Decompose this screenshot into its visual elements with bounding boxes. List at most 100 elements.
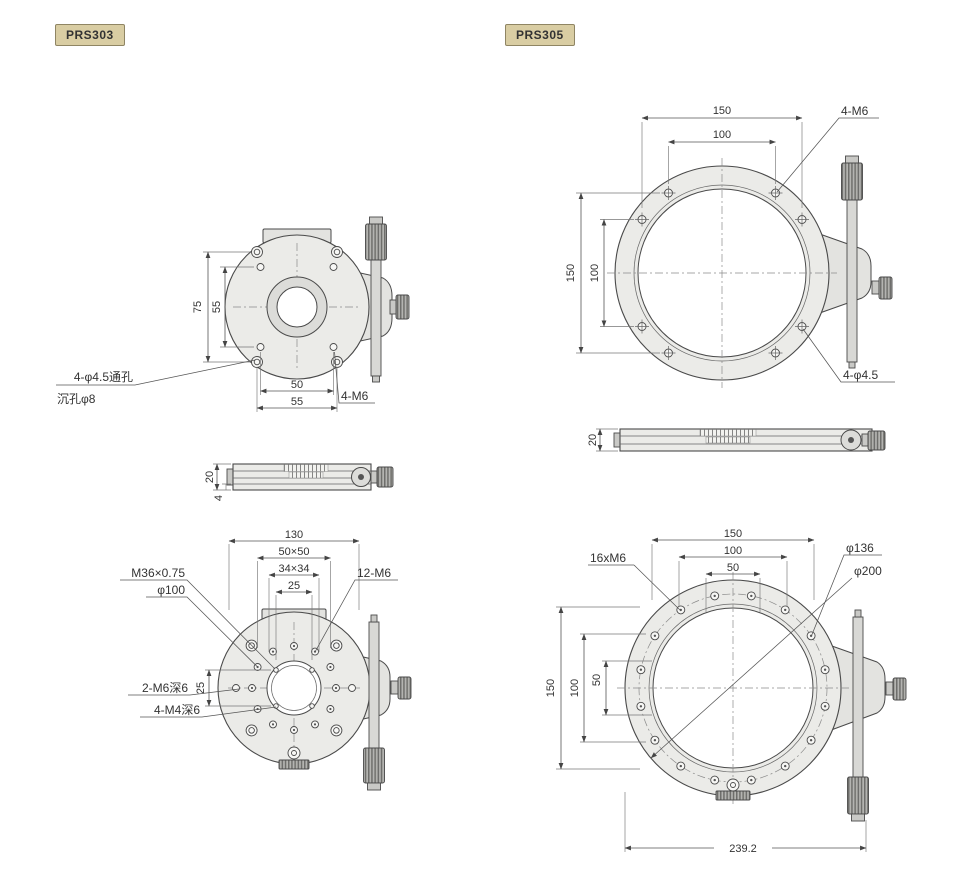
vernier-index [705, 436, 751, 444]
note-through-hole: 4-φ4.5通孔 [74, 370, 133, 384]
micrometer-knob [365, 223, 387, 261]
note-4m6: 4-M6 [341, 389, 369, 403]
note-2m6: 2-M6深6 [142, 681, 188, 695]
lock-screw-inner [291, 750, 297, 756]
micrometer-knob [363, 747, 385, 784]
dimension-lines [203, 251, 338, 412]
leader-4phi45 [802, 328, 895, 383]
prs305-side-view: 20 [587, 428, 886, 452]
thread-minor [271, 665, 317, 711]
m4-holes [273, 667, 315, 709]
lock-tab [715, 790, 751, 801]
knob-cap [367, 782, 381, 791]
side-knob-tip [871, 280, 880, 295]
dimension-lines [205, 538, 360, 707]
micrometer-stem [852, 616, 864, 778]
worm-end-center [848, 437, 854, 443]
stem-tip [854, 609, 862, 618]
leader-phi200 [650, 577, 853, 759]
dim-label-55v: 55 [211, 301, 223, 313]
dim-label-20: 20 [204, 471, 216, 483]
dim-label-100v: 100 [589, 264, 601, 282]
dim-label-75: 75 [192, 301, 204, 313]
prs303-bottom-view: 130 50×50 34×34 25 25 M36×0.75 φ100 2-M6… [120, 529, 412, 791]
leader-phi100 [146, 596, 258, 668]
leader-12m6 [314, 579, 398, 653]
center-aperture [276, 286, 318, 328]
bolt-circle-holes-16m6 [636, 591, 830, 785]
note-phi200: φ200 [854, 564, 882, 578]
centerlines [607, 158, 837, 388]
micrometer-knob [847, 776, 869, 815]
model-badge-prs305: PRS305 [505, 24, 575, 46]
side-knob [395, 294, 410, 320]
dim-label-100h: 100 [724, 545, 742, 557]
leader-phi136 [810, 554, 882, 638]
leader-16m6 [588, 564, 682, 612]
dimension-lines [556, 537, 867, 852]
centerlines [617, 572, 849, 804]
side-knob [397, 676, 412, 700]
dim-label-50x50: 50×50 [279, 546, 310, 558]
side-knob [376, 466, 394, 488]
dim-label-25v: 25 [195, 682, 207, 694]
side-knob-tip [370, 470, 378, 484]
note-12m6: 12-M6 [357, 566, 391, 580]
stem-tip [370, 614, 378, 623]
note-4phi45: 4-φ4.5 [843, 368, 878, 382]
dim-label-50h: 50 [727, 562, 739, 574]
stem-tip [848, 361, 856, 369]
vernier-scale [283, 464, 329, 472]
dim-label-4: 4 [213, 495, 225, 501]
note-4m6: 4-M6 [841, 104, 869, 118]
note-counterbore: 沉孔φ8 [57, 392, 96, 406]
dim-label-150v: 150 [565, 264, 577, 282]
m6-holes [256, 263, 338, 351]
prs303-top-view: 75 55 50 55 4-φ4.5通孔 沉孔φ8 4-M6 [56, 216, 410, 412]
dimension-lines [576, 115, 803, 354]
dim-label-overall: 239.2 [729, 843, 757, 855]
worm-end-center [358, 474, 364, 480]
model-badge-prs303: PRS303 [55, 24, 125, 46]
leader-4m4 [140, 706, 277, 718]
lock-screw-inner [730, 782, 736, 788]
side-knob [878, 276, 893, 300]
dim-label-50: 50 [291, 379, 303, 391]
prs305-top-view: 150 100 150 100 4-M6 4-φ4.5 [565, 104, 895, 388]
note-m36: M36×0.75 [131, 566, 185, 580]
side-knob [867, 430, 886, 451]
side-knob [892, 677, 907, 701]
leader-4m6 [776, 117, 879, 193]
hole-center-marks [635, 186, 809, 360]
note-phi136: φ136 [846, 541, 874, 555]
dim-label-150v: 150 [545, 679, 557, 697]
dim-label-50v: 50 [591, 674, 603, 686]
dimension-lines [213, 463, 231, 491]
prs305-bottom-view: 150 100 50 150 100 50 239.2 16xM6 φ136 φ… [545, 528, 907, 855]
note-4m4: 4-M4深6 [154, 703, 200, 717]
dim-label-130: 130 [285, 529, 303, 541]
dim-label-150h: 150 [713, 105, 731, 117]
micrometer-stem [370, 257, 382, 377]
leader-m36 [120, 579, 276, 670]
leader-through-hole [56, 359, 256, 386]
dim-label-20: 20 [587, 434, 599, 446]
dim-label-25: 25 [288, 580, 300, 592]
dim-label-100v: 100 [569, 679, 581, 697]
side-knob-tip [885, 681, 894, 696]
lock-tab [278, 759, 310, 770]
dim-label-100h: 100 [713, 129, 731, 141]
micrometer-stem [368, 621, 380, 749]
micrometer-stem [846, 199, 858, 363]
counterbore-holes [251, 246, 343, 368]
vernier-scale [699, 429, 757, 437]
micrometer-knob [841, 162, 863, 201]
note-phi100: φ100 [157, 583, 185, 597]
dim-label-150h: 150 [724, 528, 742, 540]
leader-2m6 [128, 688, 240, 696]
vernier-index [288, 471, 324, 479]
side-knob-tip [861, 433, 869, 447]
dimension-lines [596, 428, 618, 452]
